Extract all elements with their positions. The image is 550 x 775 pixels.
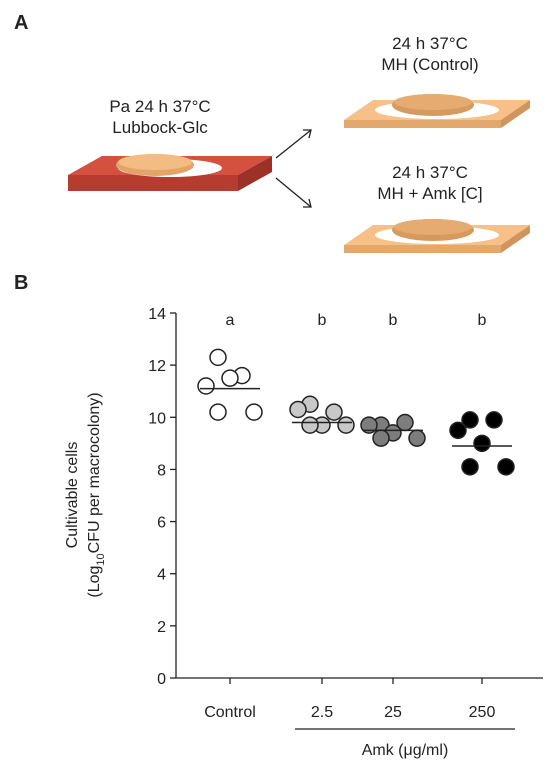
- data-point: [209, 403, 227, 421]
- treatment-caption: 24 h 37°C MH + Amk [C]: [330, 162, 530, 204]
- data-point: [461, 411, 479, 429]
- x-tick-label: 2.5: [311, 704, 333, 721]
- panel-a-label: A: [14, 12, 29, 34]
- arrow-to-treatment: [275, 177, 312, 208]
- control-line2: MH (Control): [381, 55, 479, 74]
- data-point: [301, 416, 319, 434]
- y-axis-title: Cultivable cells (Log10CFU per macrocolo…: [64, 392, 107, 597]
- panel-b-label: B: [14, 272, 29, 294]
- y-tick-label: 4: [157, 567, 166, 584]
- significance-letter: b: [389, 312, 398, 329]
- significance-letter: b: [318, 312, 327, 329]
- significance-letter: a: [226, 312, 235, 329]
- pre-culture-line1: Pa 24 h 37°C: [109, 97, 211, 116]
- control-line1: 24 h 37°C: [392, 34, 468, 53]
- data-point: [197, 377, 215, 395]
- data-point: [449, 421, 467, 440]
- data-point: [473, 434, 491, 453]
- treatment-line1: 24 h 37°C: [392, 163, 468, 182]
- y-tick-label: 6: [157, 515, 166, 532]
- arrow-to-control: [275, 129, 312, 159]
- y-axis-title-line1: Cultivable cells: [64, 442, 81, 549]
- data-point: [497, 458, 515, 476]
- treatment-line2: MH + Amk [C]: [377, 184, 483, 203]
- data-point: [408, 429, 426, 447]
- y-tick-label: 12: [148, 358, 166, 375]
- data-point: [337, 416, 355, 434]
- data-point: [209, 348, 227, 367]
- pre-culture-plate: [68, 154, 272, 191]
- data-point: [360, 416, 378, 434]
- y-tick-label: 14: [148, 306, 166, 323]
- y-axis-title-line2: (Log10CFU per macrocolony): [86, 392, 107, 597]
- data-point: [245, 403, 263, 421]
- data-point: [289, 400, 307, 419]
- amk-group-label: Amk (μg/ml): [362, 742, 449, 759]
- data-point: [221, 369, 239, 387]
- y-tick-label: 10: [148, 410, 166, 427]
- data-point: [461, 458, 479, 476]
- control-plate: [344, 94, 530, 128]
- data-point: [325, 403, 343, 421]
- y-tick-label: 8: [157, 462, 166, 479]
- data-point: [372, 429, 390, 447]
- panel-a-illustration: [68, 94, 530, 253]
- pre-culture-caption: Pa 24 h 37°C Lubbock-Glc: [70, 96, 250, 138]
- pre-culture-line2: Lubbock-Glc: [112, 118, 208, 137]
- scatter-chart: Cultivable cells (Log10CFU per macrocolo…: [64, 306, 543, 759]
- treatment-plate: [344, 219, 530, 253]
- x-tick-label: 25: [384, 704, 402, 721]
- x-tick-label: Control: [204, 704, 256, 721]
- significance-letter: b: [478, 312, 487, 329]
- x-tick-label: 250: [469, 704, 496, 721]
- y-tick-label: 0: [157, 671, 166, 688]
- data-point: [485, 411, 503, 429]
- control-caption: 24 h 37°C MH (Control): [330, 33, 530, 75]
- y-tick-label: 2: [157, 619, 166, 636]
